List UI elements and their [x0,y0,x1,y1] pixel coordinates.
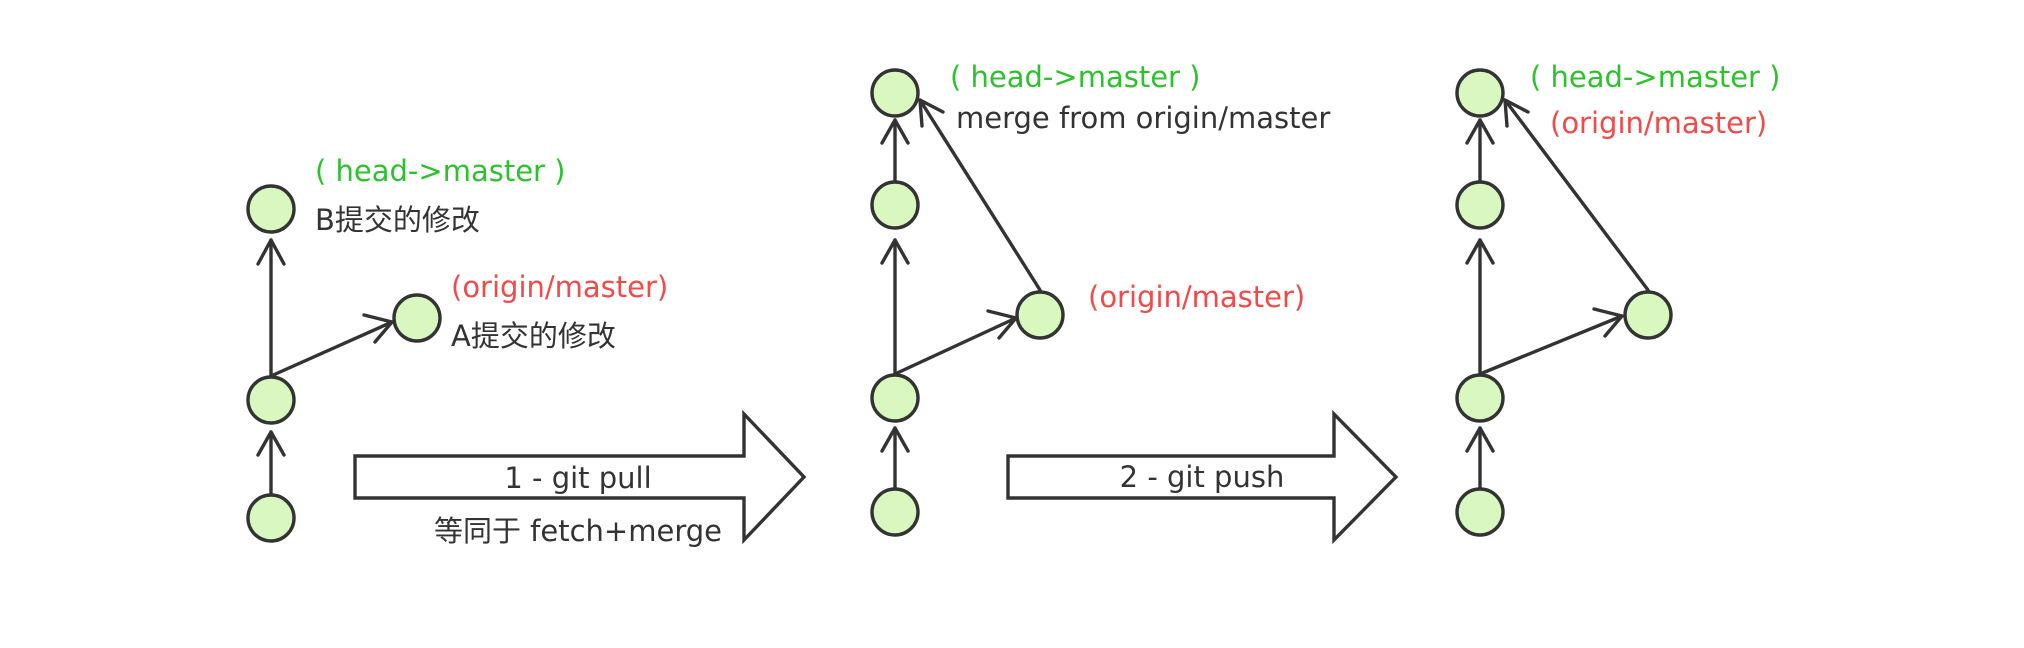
step-arrow-git-push: 2 - git push [1006,409,1399,545]
edge-b-merge-arrowhead [880,118,910,145]
commit-node-common [246,375,296,425]
commit-node-a [1623,290,1673,340]
edge-c2-a-arrowhead [1592,307,1624,338]
edge-c2-a [1478,314,1624,376]
head-master-label: ( head->master ) [315,154,566,188]
commit-node-b [246,184,296,234]
edge-c2-b-arrowhead [256,238,286,266]
edge-c1-c2-arrowhead [880,426,910,453]
step-label-git-pull: 1 - git pull [504,461,651,495]
edge-c2-b-arrowhead [880,238,910,265]
edge-a-merge-arrowhead [918,98,945,128]
commit-node-b [1455,180,1505,230]
edge-a-merge [1503,98,1650,292]
commit-node-a [1015,290,1065,340]
edge-c2-a [269,320,394,378]
commit-node-common [870,373,920,423]
origin-master-label: (origin/master) [1550,106,1767,140]
edge-c2-a-arrowhead [362,313,394,344]
commit-node-base [246,493,296,543]
edge-a-merge-arrowhead [1503,98,1530,128]
edge-c2-b-arrowhead [1465,238,1495,265]
step-label-git-push: 2 - git push [1120,460,1285,494]
step-arrow-git-pull: 1 - git pull 等同于 fetch+merge [353,409,807,548]
commit-node-common [1455,373,1505,423]
head-master-label: ( head->master ) [950,60,1201,94]
merge-commit-note: merge from origin/master [956,101,1330,135]
commit-node-merge [1455,68,1505,118]
origin-master-label: (origin/master) [1088,280,1305,314]
a-commit-note: A提交的修改 [451,319,616,353]
commit-node-merge [870,68,920,118]
b-commit-note: B提交的修改 [315,203,480,237]
step-note-fetch-merge: 等同于 fetch+merge [434,514,722,548]
commit-node-b [870,180,920,230]
edge-c2-a [893,316,1018,376]
panel-before-pull: ( head->master ) B提交的修改 (origin/master) … [246,154,668,543]
origin-master-label: (origin/master) [451,270,668,304]
panel-after-pull: ( head->master ) merge from origin/maste… [870,60,1330,537]
edge-a-merge [918,98,1042,292]
edge-c1-c2-arrowhead [1465,426,1495,453]
commit-node-a [392,293,442,343]
panel-after-push: ( head->master ) (origin/master) [1455,60,1781,537]
head-master-label: ( head->master ) [1530,60,1781,94]
commit-node-base [870,487,920,537]
step-arrow-shape [1006,409,1399,545]
edge-c1-c2-arrowhead [256,430,286,457]
step-arrow-shape [353,409,807,545]
commit-node-base [1455,487,1505,537]
edge-b-merge-arrowhead [1465,118,1495,145]
